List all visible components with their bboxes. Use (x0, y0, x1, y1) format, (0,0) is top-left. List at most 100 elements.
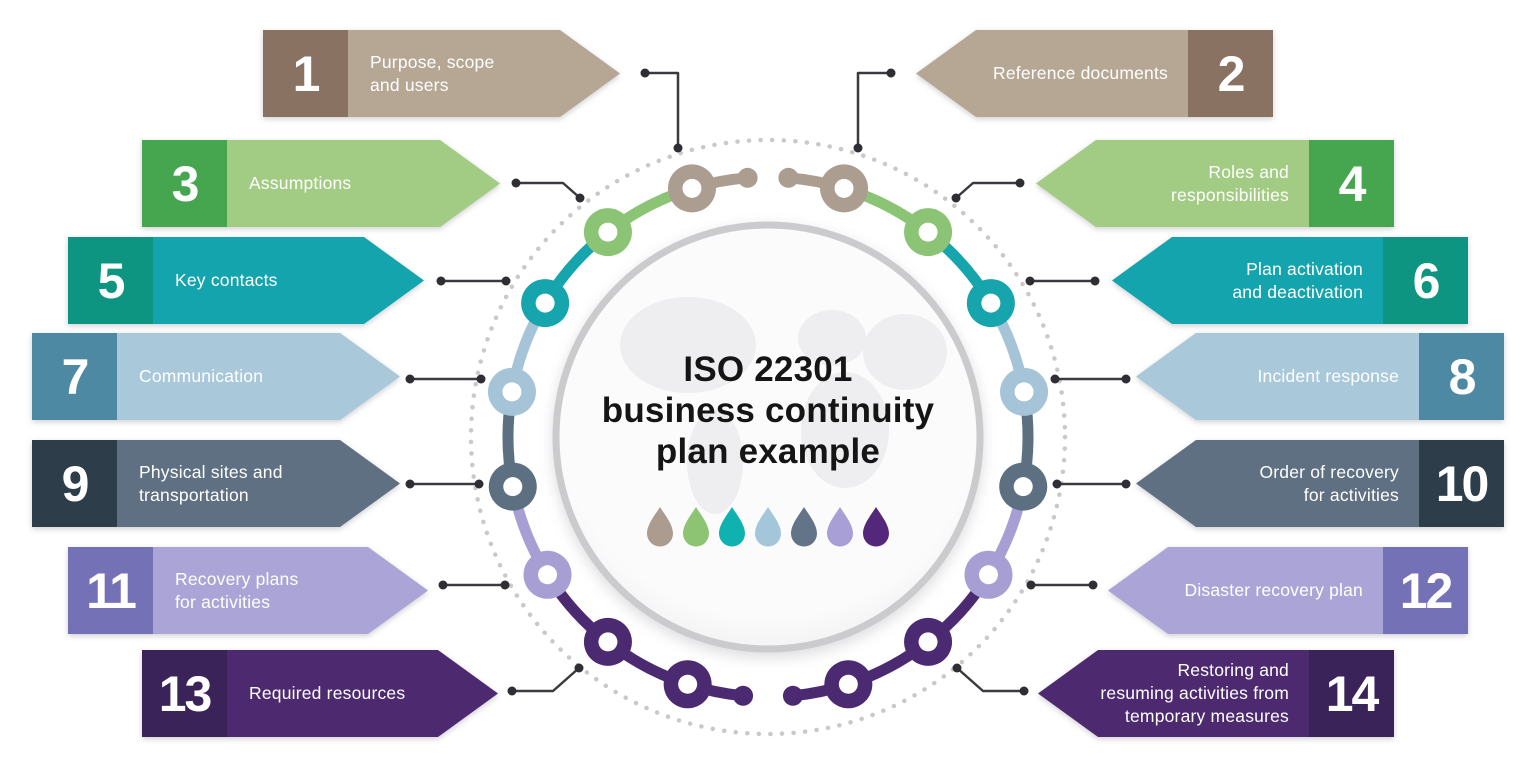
connector-dot (405, 479, 415, 489)
banner-shape: Roles and responsibilities 4 (1036, 140, 1394, 227)
connector-dot (575, 193, 585, 203)
connector-item-1 (645, 71, 680, 148)
banner-item-8: Incident response 8 (1136, 333, 1504, 420)
ring-node-hole (598, 632, 618, 652)
banner-number: 13 (142, 650, 227, 737)
connector-item-3 (516, 181, 581, 199)
ring-node-hole (918, 632, 938, 652)
connector-dot (574, 663, 584, 673)
banner-number: 9 (32, 440, 117, 527)
connector-item-14 (956, 667, 1024, 693)
banner-label: Disaster recovery plan (1108, 547, 1383, 634)
world-map (620, 297, 947, 514)
banner-shape: 7 Communication (32, 333, 400, 420)
connector-dot (474, 479, 484, 489)
connector-item-4 (955, 181, 1020, 199)
map-blob (801, 372, 889, 488)
banner-number: 12 (1383, 547, 1468, 634)
banner-label: Roles and responsibilities (1036, 140, 1309, 227)
banner-number: 7 (32, 333, 117, 420)
connector-dot (1026, 580, 1036, 590)
banner-label: Required resources (227, 650, 498, 737)
ring-node-hole (503, 477, 523, 497)
banner-item-9: 9 Physical sites and transportation (32, 440, 400, 527)
connector-dot (1050, 374, 1060, 384)
ring-node-hole (1013, 477, 1033, 497)
ring-node-hole (1014, 382, 1034, 402)
ring-node-hole (538, 565, 558, 585)
banner-number: 1 (263, 30, 348, 117)
banner-item-11: 11 Recovery plans for activities (68, 547, 428, 634)
banner-label: Purpose, scope and users (348, 30, 620, 117)
connector-dot (886, 68, 896, 78)
ring-node-hole (838, 674, 858, 694)
ring-node-hole (682, 178, 702, 198)
connector-dot (1019, 686, 1029, 696)
banner-label: Order of recovery for activities (1136, 440, 1419, 527)
color-drop-light-purple (827, 507, 853, 547)
banner-number: 10 (1419, 440, 1504, 527)
connector-dot (1015, 178, 1025, 188)
ring-small-dot (733, 685, 754, 706)
connector-dot (405, 374, 415, 384)
banner-label: Assumptions (227, 140, 500, 227)
banner-number: 3 (142, 140, 227, 227)
banner-number: 5 (68, 237, 153, 324)
banner-item-10: Order of recovery for activities 10 (1136, 440, 1504, 527)
banner-shape: Plan activation and deactivation 6 (1112, 237, 1468, 324)
banner-item-1: 1 Purpose, scope and users (263, 30, 620, 117)
banner-item-7: 7 Communication (32, 333, 400, 420)
banner-item-2: Reference documents 2 (916, 30, 1273, 117)
banner-shape: Reference documents 2 (916, 30, 1273, 117)
banner-shape: 9 Physical sites and transportation (32, 440, 400, 527)
connector-dot (1121, 374, 1131, 384)
ring-node-hole (834, 178, 854, 198)
banner-shape: Restoring and resuming activities from t… (1038, 650, 1394, 737)
ring-node-hole (981, 293, 1001, 313)
connector-dot (640, 68, 650, 78)
banner-number: 2 (1188, 30, 1273, 117)
center-title: ISO 22301 business continuity plan examp… (601, 350, 935, 471)
banner-label: Incident response (1136, 333, 1419, 420)
connector-dot (438, 580, 448, 590)
ring-node-hole (502, 382, 522, 402)
connector-dot (951, 193, 961, 203)
banner-item-6: Plan activation and deactivation 6 (1112, 237, 1468, 324)
connector-dot (436, 276, 446, 286)
banner-item-14: Restoring and resuming activities from t… (1038, 650, 1394, 737)
banner-number: 11 (68, 547, 153, 634)
banner-shape: Order of recovery for activities 10 (1136, 440, 1504, 527)
map-blob (687, 410, 743, 514)
connector-dot (511, 178, 521, 188)
connector-dot (500, 580, 510, 590)
banner-label: Key contacts (153, 237, 424, 324)
connector-dot (1088, 580, 1098, 590)
dotted-circle (468, 137, 1068, 737)
color-drop-teal (719, 507, 745, 547)
banner-label: Communication (117, 333, 400, 420)
color-drops (646, 506, 890, 547)
connector-dot (853, 143, 863, 153)
banner-shape: Incident response 8 (1136, 333, 1504, 420)
banner-label: Recovery plans for activities (153, 547, 428, 634)
color-drop-taupe (647, 507, 673, 547)
banner-label: Restoring and resuming activities from t… (1038, 650, 1309, 737)
connector-dot (673, 143, 683, 153)
banner-shape: 5 Key contacts (68, 237, 424, 324)
ring-small-dot (782, 685, 803, 706)
banner-number: 8 (1419, 333, 1504, 420)
connector-dot (1025, 276, 1035, 286)
connector-dot (1090, 276, 1100, 286)
ring-node-hole (535, 293, 555, 313)
banner-item-5: 5 Key contacts (68, 237, 424, 324)
map-blob (620, 297, 756, 393)
connector-dot (507, 686, 517, 696)
banner-item-3: 3 Assumptions (142, 140, 500, 227)
ring-node-hole (918, 222, 938, 242)
color-drop-light-blue (755, 507, 781, 547)
banner-number: 6 (1383, 237, 1468, 324)
map-blob (863, 314, 947, 390)
banner-item-4: Roles and responsibilities 4 (1036, 140, 1394, 227)
ring-node-hole (678, 674, 698, 694)
